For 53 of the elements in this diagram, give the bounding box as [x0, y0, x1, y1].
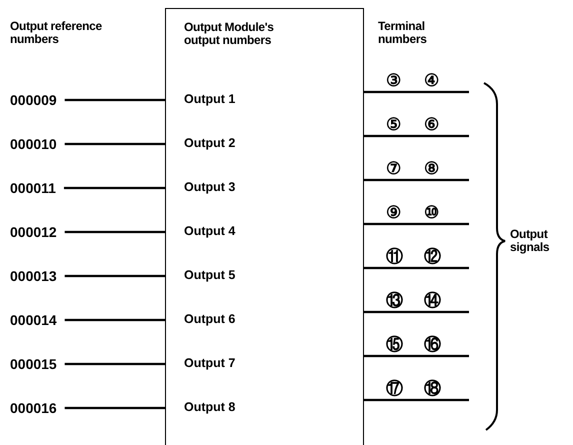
terminal-number: ⑪ [386, 248, 403, 266]
terminal-line [363, 90, 469, 94]
output-label: Output 7 [166, 355, 363, 371]
terminal-line [363, 222, 469, 226]
terminal-line [363, 398, 469, 402]
reference-number: 000016 [10, 400, 57, 416]
column-heading: Terminal numbers [378, 20, 428, 46]
terminal-number: ⑨ [386, 204, 401, 222]
column-heading: Output reference numbers [10, 20, 103, 46]
module-heading: Output Module's output numbers [184, 21, 275, 47]
reference-number: 000015 [10, 356, 57, 372]
connector-line [64, 186, 165, 190]
terminal-number: ③ [386, 72, 401, 90]
reference-number: 000013 [10, 268, 57, 284]
terminal-line [363, 266, 469, 270]
connector-line [64, 98, 165, 102]
bracket-label: Output signals [510, 228, 550, 254]
connector-line [64, 142, 165, 146]
connector-line [64, 406, 165, 410]
terminal-number: ⑭ [424, 292, 441, 310]
terminal-number: ⑬ [386, 292, 403, 310]
module-box [165, 8, 364, 445]
terminal-number: ⑱ [424, 380, 441, 398]
terminal-line [363, 134, 469, 138]
terminal-line [363, 310, 469, 314]
connector-line [64, 274, 165, 278]
terminal-number: ⑥ [424, 116, 439, 134]
output-label: Output 5 [166, 267, 363, 283]
output-label: Output 4 [166, 223, 363, 239]
terminal-line [363, 178, 469, 182]
output-label: Output 8 [166, 399, 363, 415]
connector-line [64, 362, 165, 366]
terminal-number: ⑧ [424, 160, 439, 178]
reference-number: 000014 [10, 312, 57, 328]
terminal-number: ⑦ [386, 160, 401, 178]
output-label: Output 2 [166, 135, 363, 151]
connector-line [64, 318, 165, 322]
terminal-number: ⑰ [386, 380, 403, 398]
reference-number: 000009 [10, 92, 57, 108]
reference-number: 000010 [10, 136, 57, 152]
terminal-number: ⑩ [424, 204, 439, 222]
connector-line [64, 230, 165, 234]
reference-number: 000012 [10, 224, 57, 240]
terminal-number: ④ [424, 72, 439, 90]
terminal-number: ⑯ [424, 336, 441, 354]
terminal-number: ⑤ [386, 116, 401, 134]
output-label: Output 6 [166, 311, 363, 327]
terminal-number: ⑫ [424, 248, 441, 266]
output-label: Output 3 [166, 179, 363, 195]
reference-number: 000011 [10, 180, 56, 196]
terminal-line [363, 354, 469, 358]
output-label: Output 1 [166, 91, 363, 107]
terminal-number: ⑮ [386, 336, 403, 354]
